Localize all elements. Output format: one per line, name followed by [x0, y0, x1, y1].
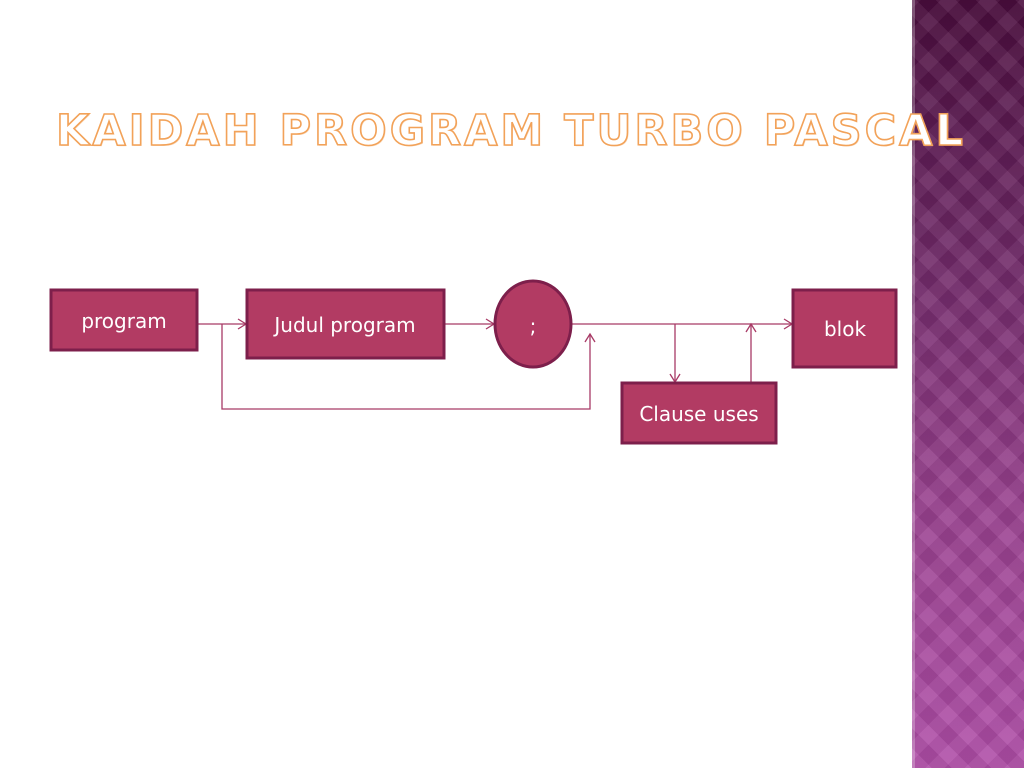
- arrowhead-clause-up: [745, 322, 757, 333]
- node-judul-program-label: Judul program: [272, 313, 415, 337]
- slide-title: Kaidah Program Turbo Pascal: [55, 105, 966, 157]
- node-program-label: program: [81, 309, 166, 333]
- node-blok-label: blok: [824, 317, 866, 341]
- node-program: program: [49, 288, 199, 352]
- arrowhead-bypass: [584, 332, 596, 343]
- connector-bypass-loop: [221, 324, 591, 410]
- node-semicolon: ;: [493, 279, 573, 369]
- node-clause-uses: Clause uses: [620, 381, 778, 445]
- node-blok: blok: [791, 288, 898, 369]
- side-panel-edge: [912, 0, 915, 768]
- syntax-flow-diagram: program Judul program ; blok Clause uses: [49, 279, 898, 445]
- decorative-side-panel: [912, 0, 1024, 768]
- node-judul-program: Judul program: [245, 288, 446, 360]
- node-semicolon-label: ;: [530, 314, 537, 338]
- node-clause-uses-label: Clause uses: [639, 402, 758, 426]
